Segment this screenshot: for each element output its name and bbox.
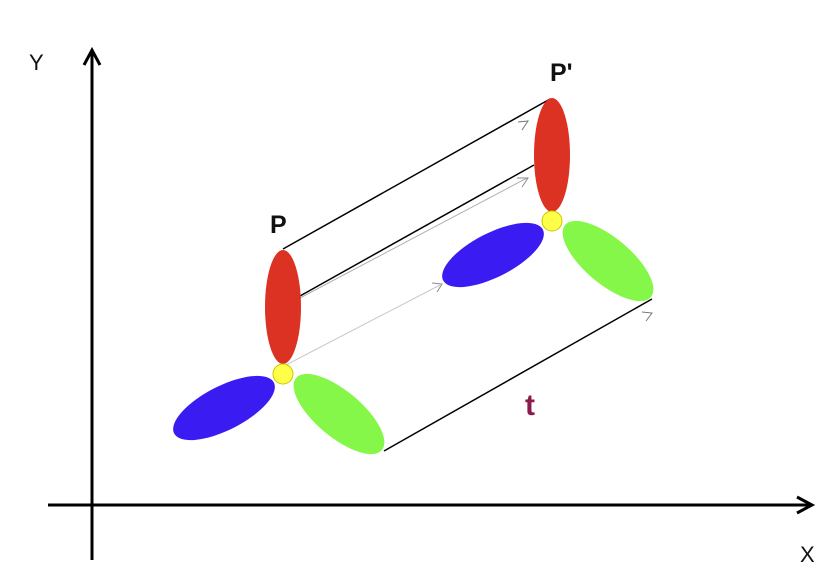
x-axis-arrowhead: [796, 495, 816, 515]
original-blue-petal: [173, 375, 275, 441]
original-figure: P: [173, 211, 385, 455]
translated-green-petal: [562, 220, 654, 302]
image-point-label: P': [550, 59, 573, 87]
red-center-guide-arrowhead: [517, 177, 529, 188]
red-center-guide-line: [299, 177, 528, 299]
translated-center: [541, 210, 563, 232]
original-green-petal: [293, 373, 385, 455]
translation-line-middle: [299, 164, 535, 297]
translation-line-bottom: [383, 298, 653, 452]
translation-arrowhead-bottom: [641, 311, 653, 322]
translated-red-petal: [534, 98, 570, 212]
translation-vector-label: t: [525, 389, 535, 422]
axes: X Y: [29, 46, 816, 567]
y-axis-label: Y: [29, 50, 44, 75]
translated-blue-petal: [442, 222, 544, 288]
x-axis-label: X: [800, 542, 815, 567]
translation-arrowhead-top: [517, 120, 530, 131]
y-axis-arrowhead: [82, 46, 102, 66]
translated-figure: P': [442, 59, 654, 302]
translation-line-top: [282, 98, 551, 250]
center-guide-line: [283, 284, 441, 367]
translation-vectors: [282, 98, 653, 452]
original-point-label: P: [270, 211, 287, 239]
guide-lines: [283, 177, 529, 367]
original-red-petal: [265, 250, 301, 364]
original-center: [272, 363, 294, 385]
center-guide-arrowhead: [431, 282, 443, 293]
